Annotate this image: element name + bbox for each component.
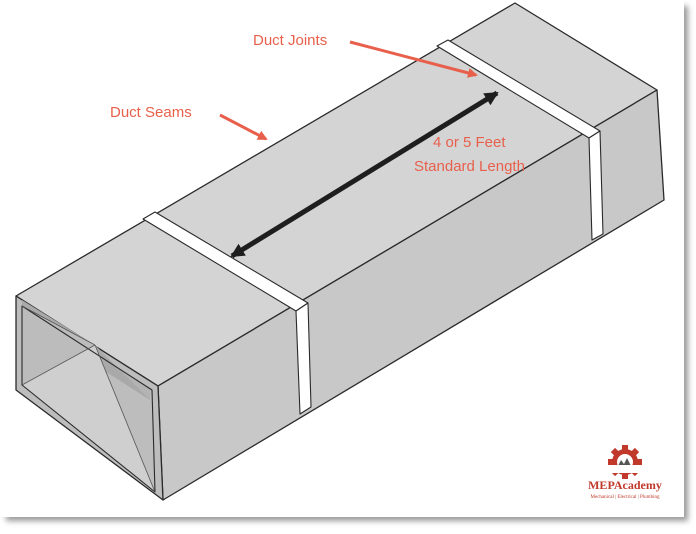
joint-far-side [588,130,604,241]
duct-opening-inner-left [22,306,95,385]
duct-seams-label: Duct Seams [110,104,192,121]
duct-joint-far [436,39,604,241]
gear-icon [607,445,643,479]
duct-joints-pointer-arrow [349,40,478,78]
logo-wordmark: MEPAcademy [588,478,662,492]
duct-joint-near [142,211,312,415]
duct-joints-label: Duct Joints [253,32,327,49]
logo-tagline: Mechanical | Electrical | Plumbing [591,495,660,500]
joint-near-side [295,302,312,415]
length-label-line2: Standard Length [414,158,525,175]
duct-seams-pointer-arrow [219,113,268,141]
mep-academy-logo: MEPAcademy Mechanical | Electrical | Plu… [588,445,662,500]
duct-opening-inner-bottom [22,345,155,492]
length-label-line1: 4 or 5 Feet [433,134,506,151]
length-dimension-arrow [230,90,499,259]
